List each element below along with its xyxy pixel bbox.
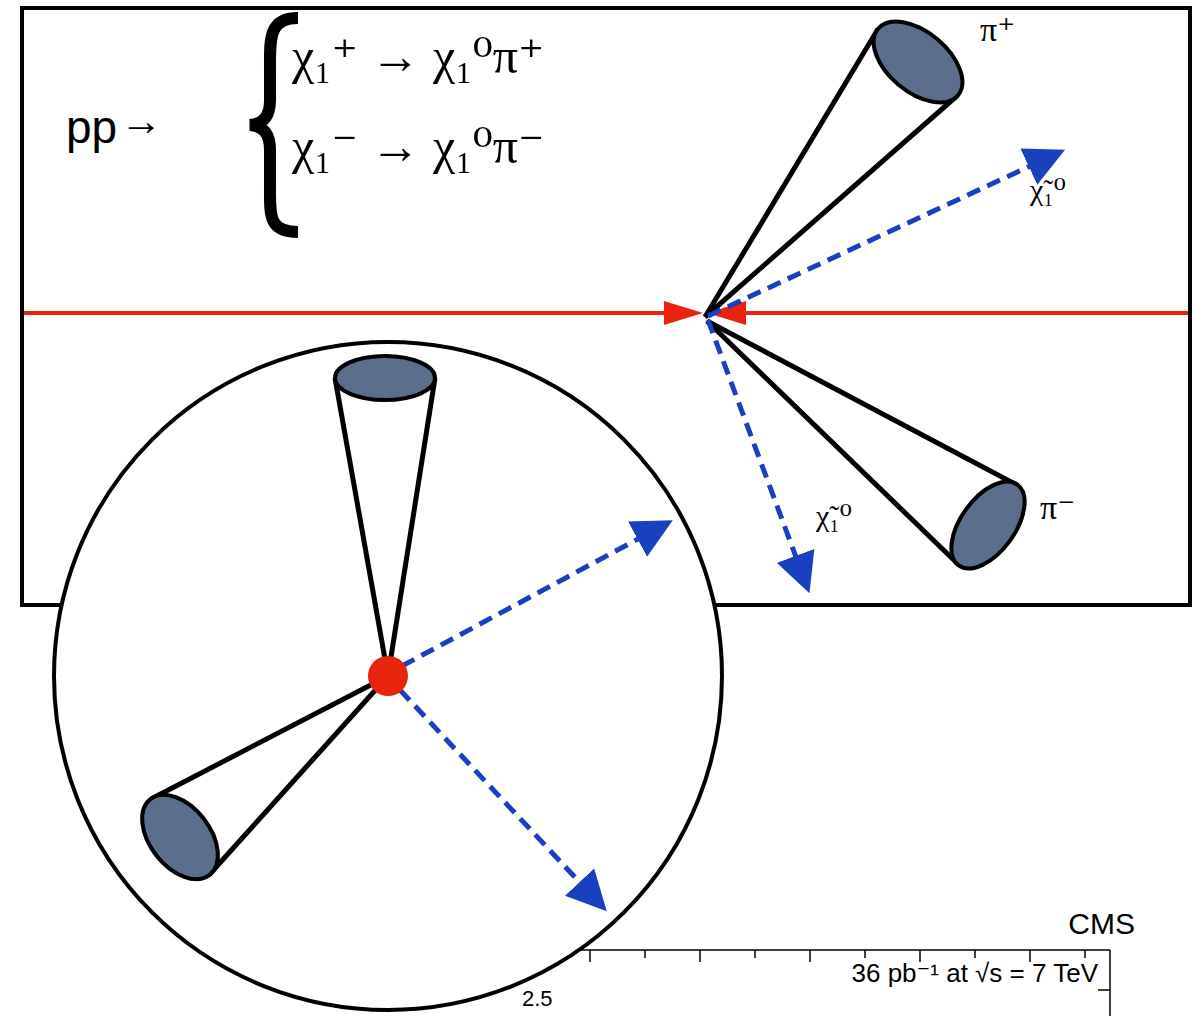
neutralino-arrow: [400, 690, 600, 904]
jet-cone: [335, 356, 435, 676]
decay-formula: χ₁⁻ → χ₁⁰π⁻: [292, 116, 544, 176]
neutralino-arrow: [708, 320, 806, 584]
decay-formula: χ₁⁺ → χ₁⁰π⁺: [292, 26, 544, 86]
jet-cone: [705, 6, 977, 317]
plot-frame: [560, 950, 1110, 1016]
beam-line: [24, 301, 1188, 325]
particle-label: χ̃₁⁰: [1030, 172, 1066, 208]
process-label: pp: [66, 100, 117, 155]
particle-label: π⁺: [980, 10, 1015, 51]
axis-tick: 2.5: [522, 986, 553, 1012]
experiment-label: CMS: [1068, 906, 1135, 942]
luminosity-label: 36 pb⁻¹ at √s = 7 TeV: [852, 958, 1099, 989]
particle-label: π⁻: [1040, 488, 1075, 529]
jet-cone: [127, 676, 388, 893]
transverse-view: [54, 342, 722, 1010]
arrow-symbol: →: [120, 96, 162, 146]
brace: [250, 18, 298, 232]
neutralino-arrow: [708, 154, 1056, 316]
interaction-point: [368, 656, 408, 696]
neutralino-arrow: [402, 525, 664, 666]
particle-label: χ̃₁⁰: [816, 498, 852, 534]
